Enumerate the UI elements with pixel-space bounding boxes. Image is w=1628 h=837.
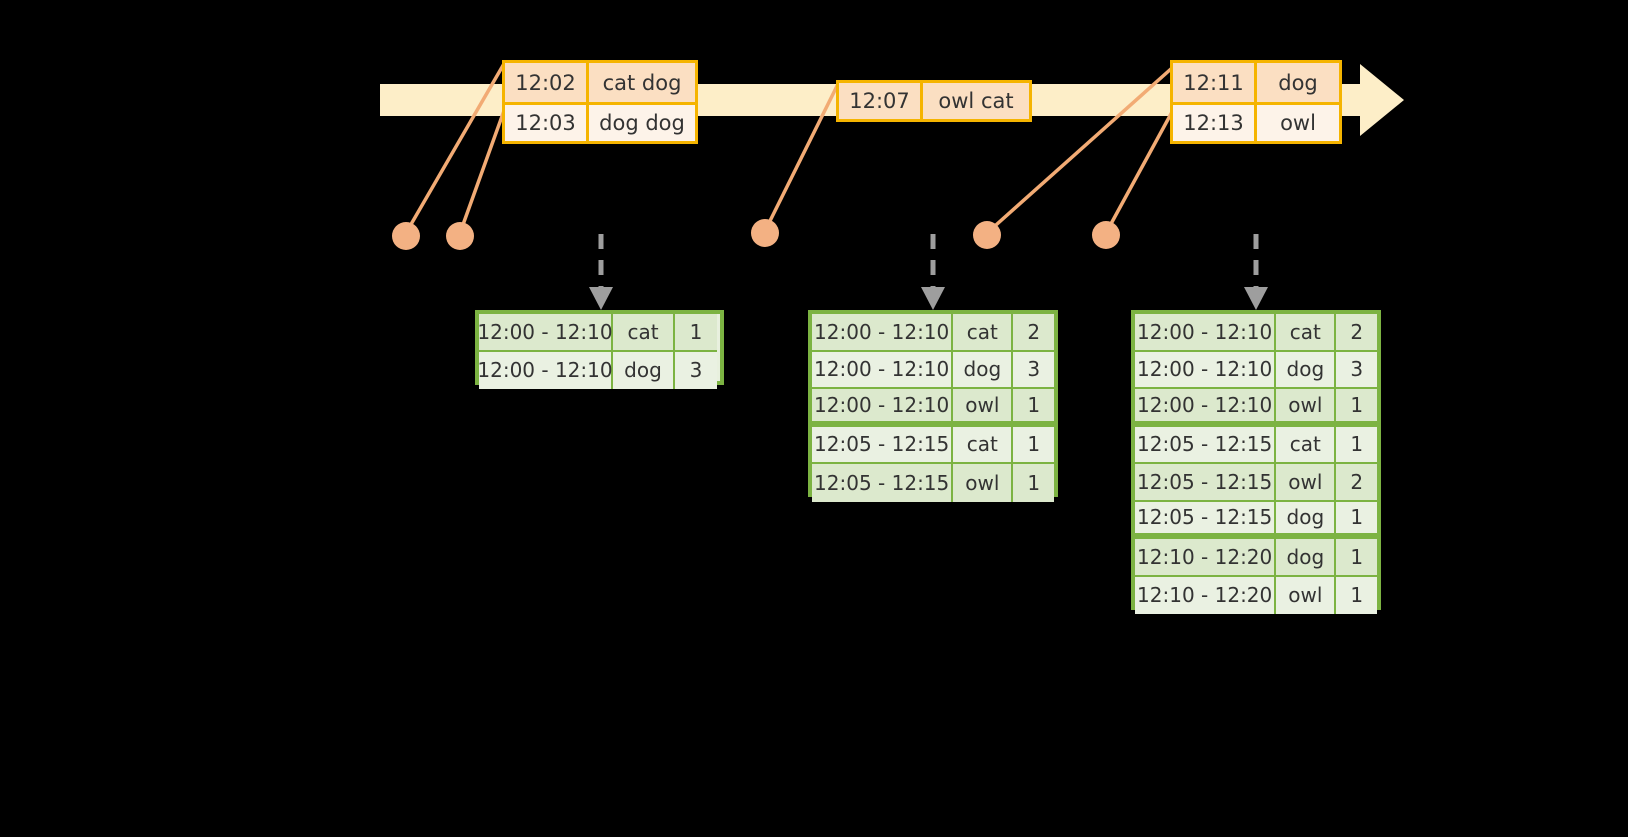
table-row[interactable]: 12:10 - 12:20 owl 1 — [1135, 576, 1377, 614]
processing-time-marker-4 — [973, 221, 1001, 249]
cell-word: dog — [1276, 351, 1337, 389]
event-words: dog dog — [589, 105, 695, 141]
processing-time-marker-5 — [1092, 221, 1120, 249]
event-row[interactable]: 12:07 owl cat — [839, 83, 1029, 119]
cell-window: 12:00 - 12:10 — [1135, 389, 1277, 423]
cell-count: 2 — [1013, 314, 1054, 352]
table-row[interactable]: 12:05 - 12:15 cat 1 — [1135, 426, 1377, 464]
cell-word: dog — [613, 351, 675, 389]
result-table-1[interactable]: 12:00 - 12:10 cat 1 12:00 - 12:10 dog 3 — [475, 310, 724, 389]
cell-count: 1 — [1336, 426, 1377, 464]
cell-count: 1 — [675, 314, 717, 352]
cell-window: 12:00 - 12:10 — [477, 314, 613, 352]
cell-count: 3 — [675, 351, 717, 389]
cell-count: 1 — [1336, 389, 1377, 423]
cell-window: 12:05 - 12:15 — [812, 464, 954, 502]
cell-count: 1 — [1013, 426, 1054, 464]
cell-word: cat — [613, 314, 675, 352]
cell-window: 12:05 - 12:15 — [812, 426, 954, 464]
cell-word: owl — [1276, 464, 1337, 502]
cell-count: 2 — [1336, 464, 1377, 502]
event-time: 12:02 — [505, 63, 589, 102]
cell-count: 2 — [1336, 314, 1377, 352]
cell-window: 12:10 - 12:20 — [1135, 539, 1277, 577]
cell-window: 12:00 - 12:10 — [1135, 351, 1277, 389]
table-row[interactable]: 12:05 - 12:15 dog 1 — [1135, 501, 1377, 539]
cell-window: 12:05 - 12:15 — [1135, 464, 1277, 502]
dashed-arrow-2 — [921, 234, 945, 310]
event-group-2[interactable]: 12:07 owl cat — [836, 80, 1032, 122]
event-row[interactable]: 12:11 dog — [1173, 63, 1339, 102]
cell-word: dog — [953, 351, 1014, 389]
connector-line-5 — [1104, 111, 1174, 234]
cell-count: 1 — [1336, 501, 1377, 535]
event-row[interactable]: 12:02 cat dog — [505, 63, 695, 102]
table-row[interactable]: 12:05 - 12:15 cat 1 — [812, 426, 1054, 464]
event-group-3[interactable]: 12:11 dog 12:13 owl — [1170, 60, 1342, 144]
event-row[interactable]: 12:13 owl — [1173, 102, 1339, 141]
cell-count: 3 — [1013, 351, 1054, 389]
cell-count: 1 — [1013, 389, 1054, 423]
cell-word: dog — [1276, 501, 1337, 535]
event-time: 12:13 — [1173, 105, 1257, 141]
cell-word: cat — [953, 426, 1014, 464]
cell-window: 12:00 - 12:10 — [812, 314, 954, 352]
cell-count: 1 — [1336, 576, 1377, 614]
cell-word: cat — [953, 314, 1014, 352]
cell-count: 1 — [1336, 539, 1377, 577]
event-time: 12:07 — [839, 83, 923, 119]
table-row[interactable]: 12:00 - 12:10 cat 2 — [812, 314, 1054, 352]
cell-window: 12:00 - 12:10 — [812, 389, 954, 423]
result-table-3[interactable]: 12:00 - 12:10 cat 2 12:00 - 12:10 dog 3 … — [1131, 310, 1381, 614]
cell-word: owl — [1276, 576, 1337, 614]
processing-time-marker-2 — [446, 222, 474, 250]
event-words: cat dog — [589, 63, 695, 102]
dashed-arrow-1 — [589, 234, 613, 310]
result-table-2[interactable]: 12:00 - 12:10 cat 2 12:00 - 12:10 dog 3 … — [808, 310, 1058, 502]
table-row[interactable]: 12:10 - 12:20 dog 1 — [1135, 539, 1377, 577]
connector-line-3 — [763, 83, 840, 232]
cell-word: cat — [1276, 426, 1337, 464]
cell-word: dog — [1276, 539, 1337, 577]
table-row[interactable]: 12:00 - 12:10 owl 1 — [1135, 389, 1377, 427]
table-row[interactable]: 12:00 - 12:10 dog 3 — [477, 351, 720, 389]
cell-word: owl — [953, 389, 1014, 423]
cell-window: 12:05 - 12:15 — [1135, 501, 1277, 535]
table-row[interactable]: 12:00 - 12:10 owl 1 — [812, 389, 1054, 427]
cell-window: 12:00 - 12:10 — [1135, 314, 1277, 352]
table-row[interactable]: 12:05 - 12:15 owl 1 — [812, 464, 1054, 502]
cell-count: 1 — [1013, 464, 1054, 502]
cell-window: 12:00 - 12:10 — [477, 351, 613, 389]
table-row[interactable]: 12:00 - 12:10 dog 3 — [1135, 351, 1377, 389]
event-group-1[interactable]: 12:02 cat dog 12:03 dog dog — [502, 60, 698, 144]
event-row[interactable]: 12:03 dog dog — [505, 102, 695, 141]
processing-time-marker-3 — [751, 219, 779, 247]
event-time: 12:11 — [1173, 63, 1257, 102]
table-row[interactable]: 12:00 - 12:10 dog 3 — [812, 351, 1054, 389]
cell-window: 12:05 - 12:15 — [1135, 426, 1277, 464]
table-row[interactable]: 12:00 - 12:10 cat 1 — [477, 314, 720, 352]
event-time: 12:03 — [505, 105, 589, 141]
cell-window: 12:10 - 12:20 — [1135, 576, 1277, 614]
event-words: owl — [1257, 105, 1339, 141]
processing-time-marker-1 — [392, 222, 420, 250]
table-row[interactable]: 12:00 - 12:10 cat 2 — [1135, 314, 1377, 352]
connector-line-1 — [404, 61, 507, 234]
cell-word: owl — [1276, 389, 1337, 423]
event-words: owl cat — [923, 83, 1029, 119]
cell-word: cat — [1276, 314, 1337, 352]
connector-line-2 — [458, 107, 507, 234]
dashed-arrows — [589, 234, 1268, 310]
table-row[interactable]: 12:05 - 12:15 owl 2 — [1135, 464, 1377, 502]
cell-word: owl — [953, 464, 1014, 502]
dashed-arrow-3 — [1244, 234, 1268, 310]
cell-count: 3 — [1336, 351, 1377, 389]
cell-window: 12:00 - 12:10 — [812, 351, 954, 389]
connector-dots — [392, 219, 1120, 250]
event-words: dog — [1257, 63, 1339, 102]
